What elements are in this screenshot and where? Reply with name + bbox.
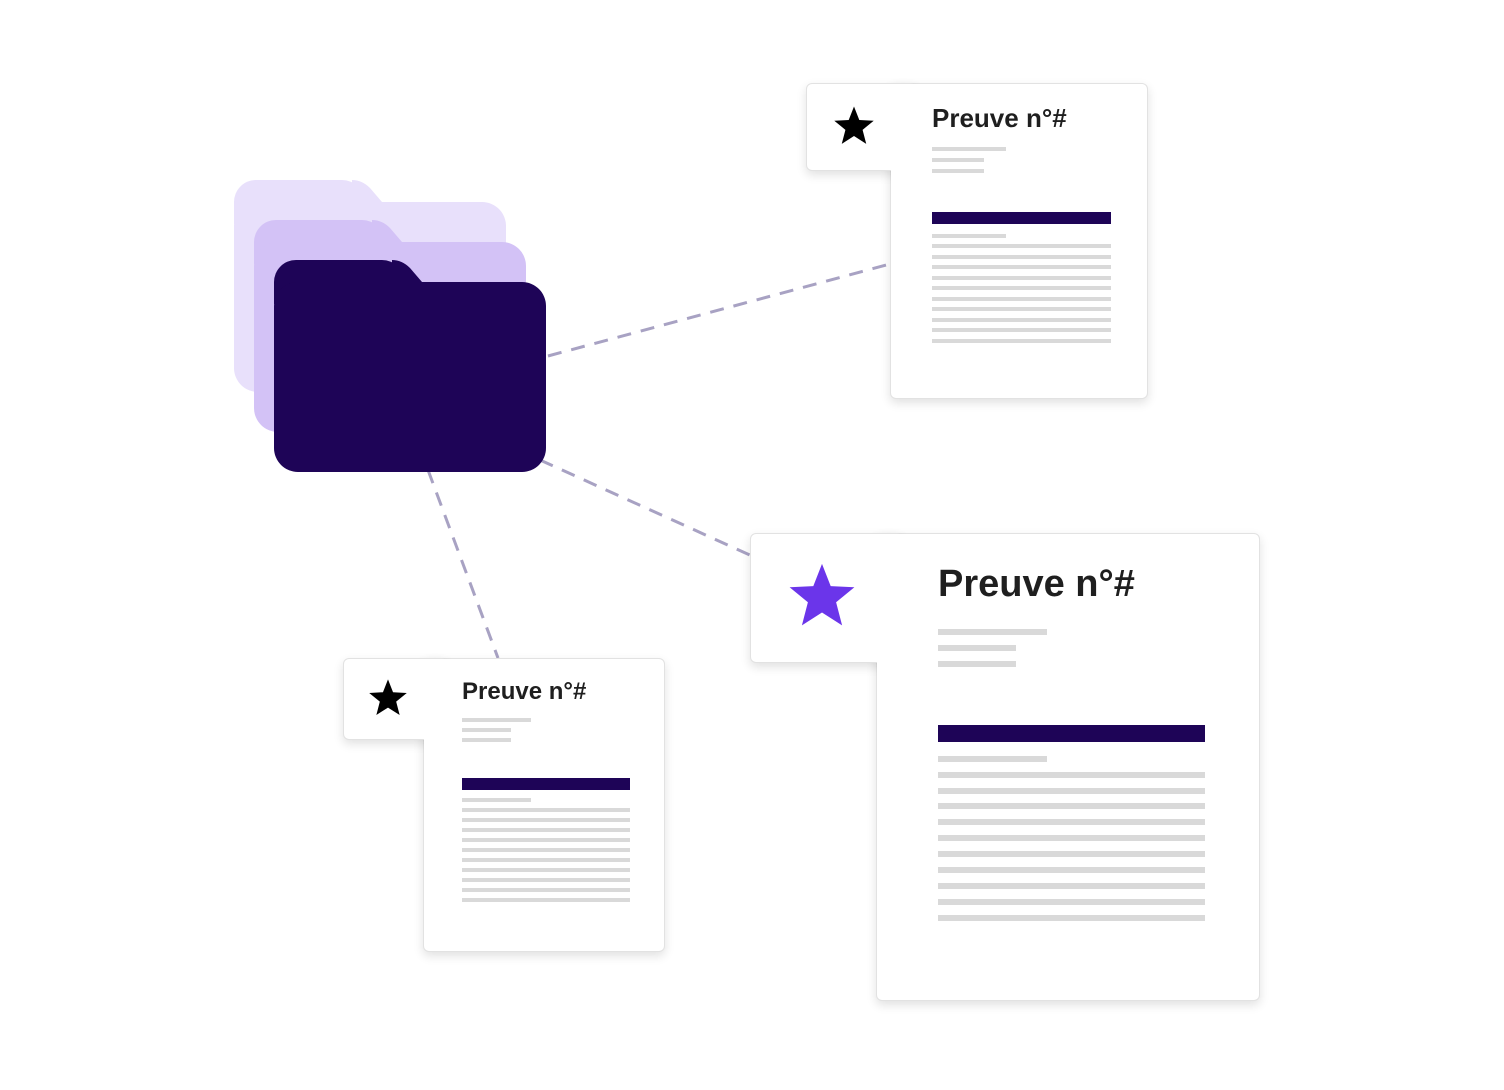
card-title: Preuve n°#: [938, 563, 1135, 605]
star-icon: [789, 563, 855, 626]
evidence-card-bottom[interactable]: Preuve n°#: [343, 658, 665, 952]
card-header-bar: [932, 212, 1111, 224]
card-title: Preuve n°#: [932, 103, 1067, 133]
connector-folder-to-top-card: [547, 262, 891, 358]
star-icon: [369, 679, 407, 716]
card-header-bar: [462, 778, 630, 790]
star-icon: [834, 106, 874, 144]
card-title: Preuve n°#: [462, 678, 587, 705]
connector-folder-to-large-card: [539, 458, 753, 558]
evidence-card-top[interactable]: Preuve n°#: [806, 83, 1148, 399]
connector-folder-to-bottom-card: [426, 469, 500, 659]
card-header-bar: [938, 725, 1205, 742]
evidence-card-large[interactable]: Preuve n°#: [750, 533, 1260, 1001]
folder-stack: [230, 176, 550, 476]
